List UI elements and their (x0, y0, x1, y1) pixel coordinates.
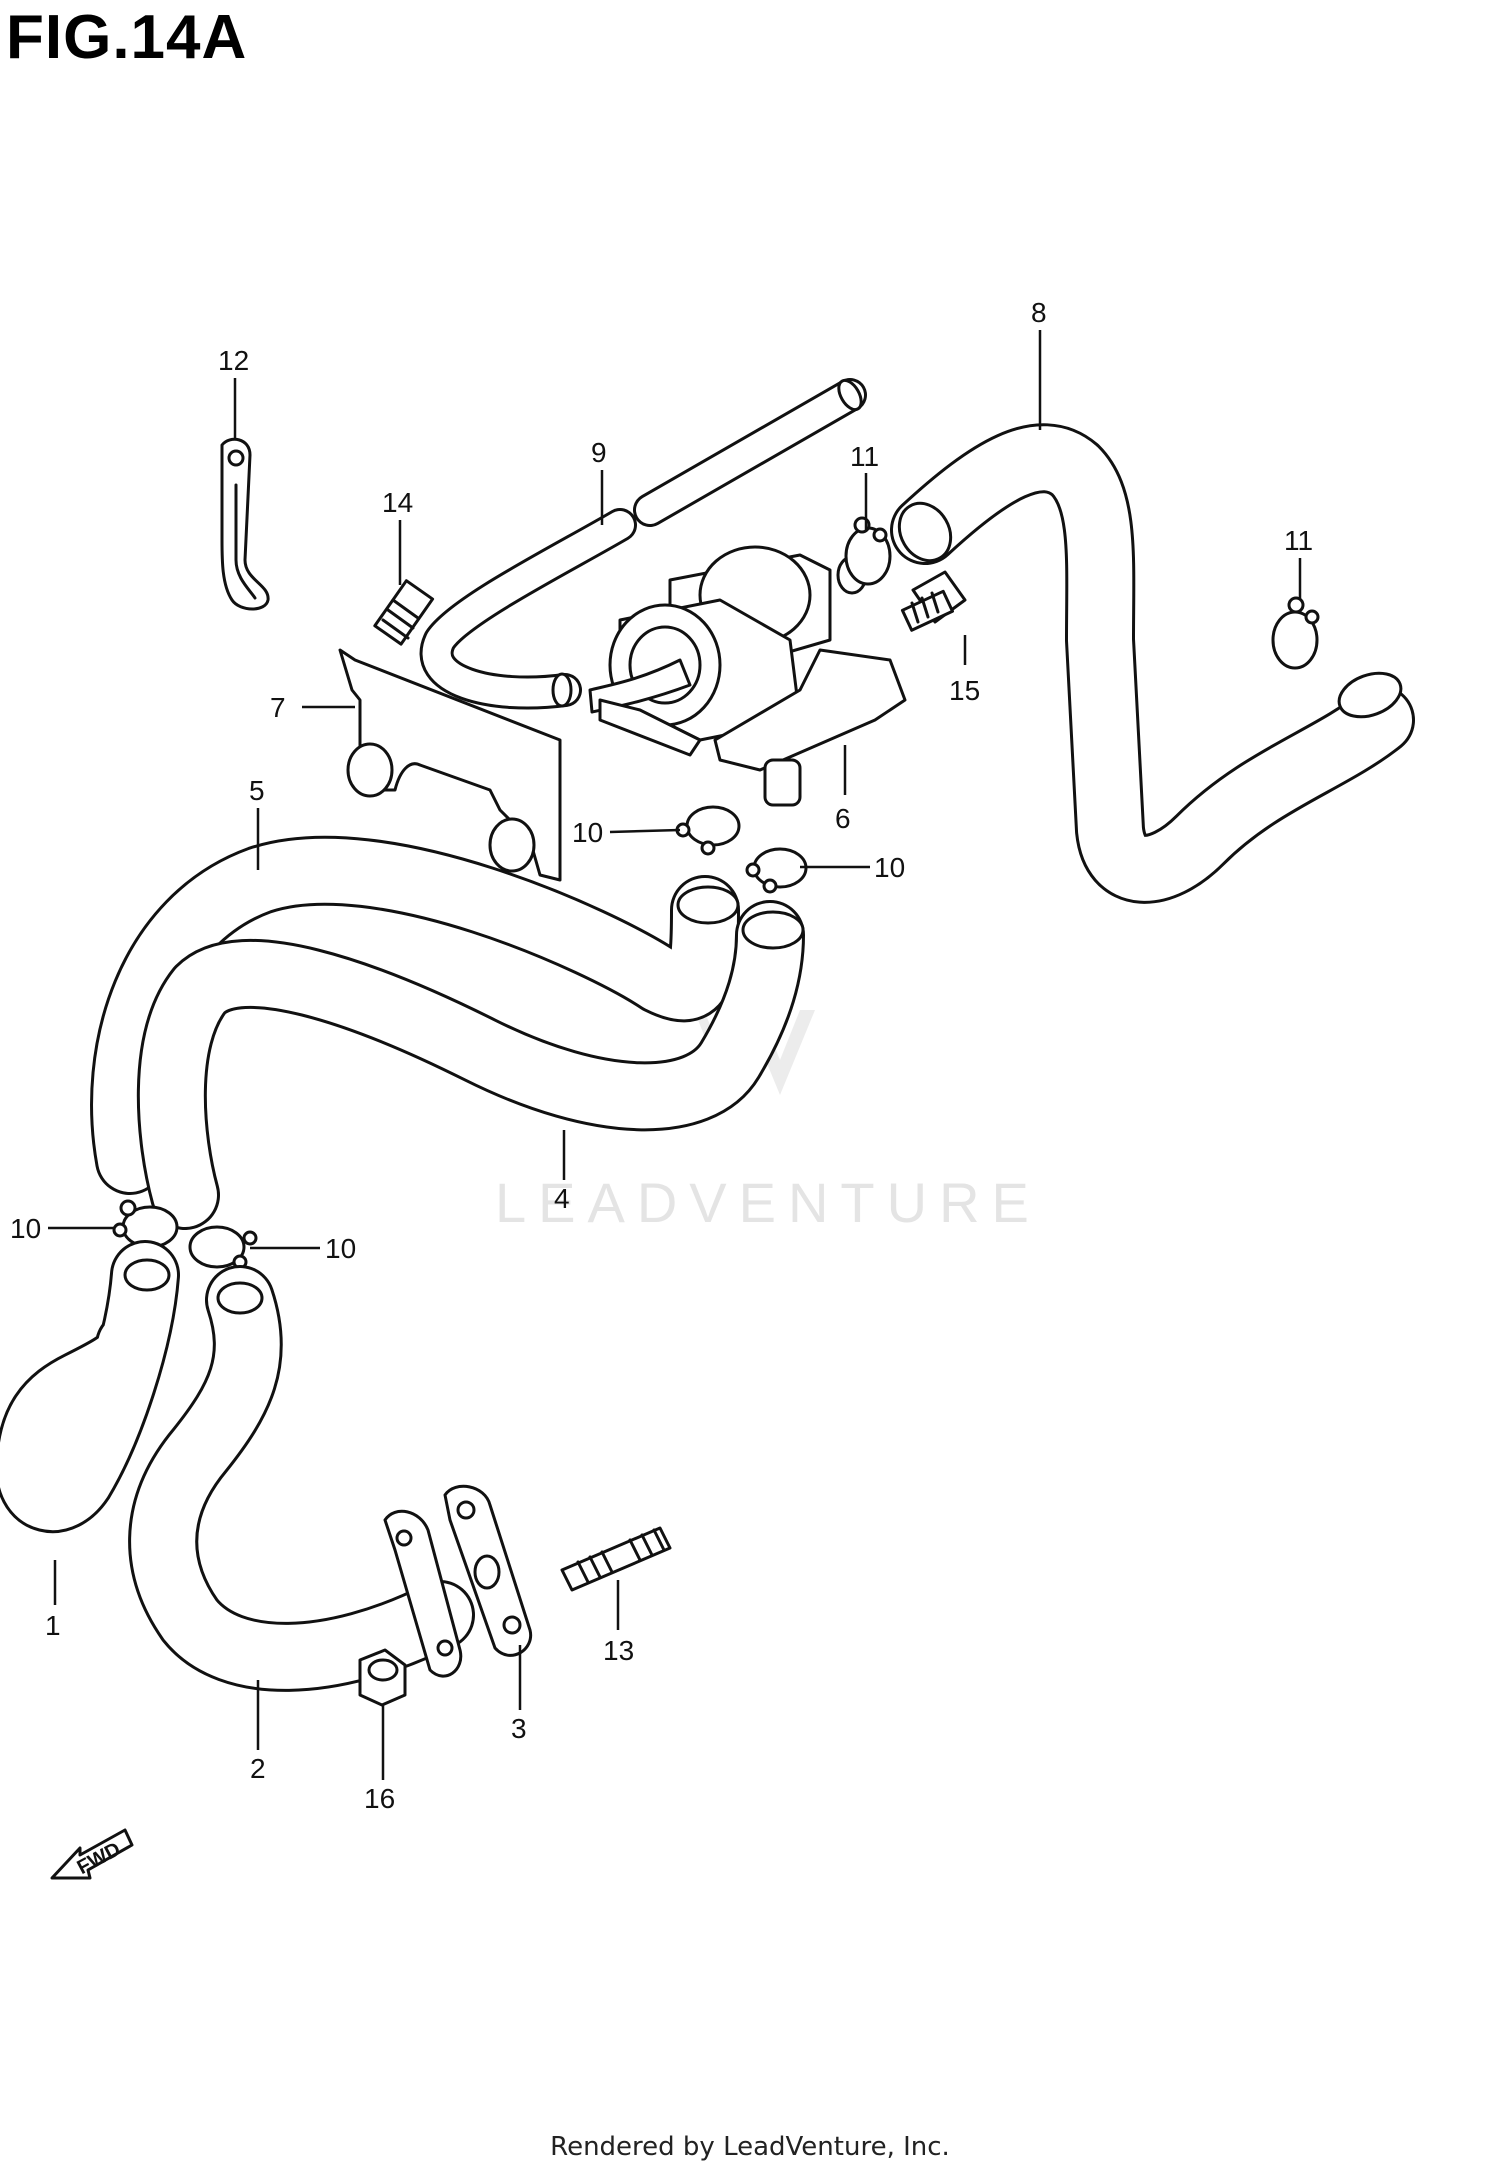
callout-11-b: 11 (1284, 525, 1313, 556)
part-10-clamp-lower-a (112, 1199, 179, 1249)
watermark-text: LEADVENTURE (495, 1171, 1041, 1234)
part-10-clamp-lower-b (188, 1225, 258, 1270)
part-15-bolt (900, 570, 967, 632)
part-1-pipe (0, 1240, 180, 1533)
callout-16: 16 (364, 1783, 395, 1814)
part-9-hose (419, 378, 867, 710)
part-14-bolt (373, 579, 435, 646)
part-12-clip (220, 437, 270, 611)
callout-6: 6 (835, 803, 851, 834)
callout-5: 5 (249, 775, 265, 806)
callout-3: 3 (511, 1713, 527, 1744)
callout-labels: 12 14 9 8 11 11 7 6 15 5 4 10 10 10 10 1… (10, 297, 1313, 1814)
part-4-hose (136, 900, 805, 1230)
part-16-nut (358, 1648, 407, 1707)
part-13-stud (560, 1526, 672, 1592)
callout-2: 2 (250, 1753, 266, 1784)
part-3-flange (383, 1484, 533, 1678)
callout-14: 14 (382, 487, 413, 518)
callout-13: 13 (603, 1635, 634, 1666)
callout-4: 4 (554, 1183, 570, 1214)
callout-1: 1 (45, 1610, 61, 1641)
callout-15: 15 (949, 675, 980, 706)
callout-7: 7 (270, 692, 286, 723)
leader-lines (48, 330, 1302, 1780)
part-8-hose (890, 423, 1415, 904)
callout-10-a: 10 (572, 817, 603, 848)
fwd-arrow-icon: FWD (50, 1828, 134, 1880)
part-6-valve (588, 545, 907, 807)
part-11-clamp-b (1271, 596, 1320, 670)
figure-title: FIG.14A (6, 3, 248, 72)
part-7-bracket (338, 648, 562, 882)
callout-12: 12 (218, 345, 249, 376)
part-5-hose (90, 835, 740, 1195)
part-10-clamp-upper-b (745, 847, 808, 894)
callout-10-b: 10 (874, 852, 905, 883)
callout-10-d: 10 (325, 1233, 356, 1264)
part-11-clamp-a (844, 516, 892, 586)
callout-9: 9 (591, 437, 607, 468)
part-2-pipe (128, 1265, 475, 1692)
callout-11-a: 11 (850, 441, 879, 472)
part-10-clamp-upper-a (675, 805, 741, 856)
callout-10-c: 10 (10, 1213, 41, 1244)
footer-credit: Rendered by LeadVenture, Inc. (550, 2132, 950, 2162)
callout-8: 8 (1031, 297, 1047, 328)
